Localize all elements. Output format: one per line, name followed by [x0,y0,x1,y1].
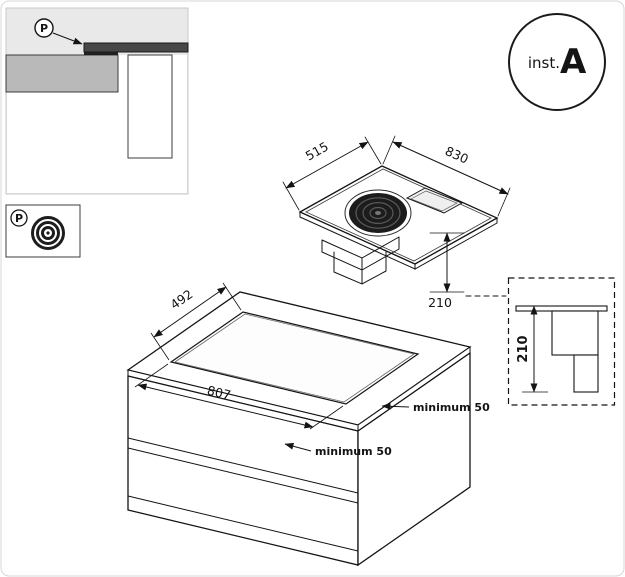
hob-edge-section [83,42,189,53]
seal-part-box: P [5,204,81,258]
dimension-807-extension-lines [134,363,344,430]
dimension-210: 210 [428,232,507,310]
duct-box [321,236,400,285]
seal-roll-icon [31,216,65,250]
hob-isometric: 515 830 210 [282,135,511,310]
seal-part-marker-circle [10,209,28,227]
installation-badge-circle [508,13,606,111]
cabinet-isometric: 492 807 minimum 50 minimum 50 [126,282,490,567]
seal-part-label: P [15,212,23,225]
dimension-515-line [285,141,369,189]
burner-ring [369,206,387,220]
side-view-dim-label: 210 [516,335,531,362]
side-view-detail: 210 [507,277,616,406]
dimension-830-line [392,141,509,195]
burner-center [375,211,381,215]
burner-ring [355,197,401,229]
dimension-210-label: 210 [428,295,452,310]
installation-badge: inst. A [508,13,606,111]
dimension-807-line [137,383,314,429]
cabinet-side-panel [127,54,173,159]
side-view-hob-surface [515,305,608,312]
cabinet-interior-area [7,92,118,193]
seal-roll-ring [41,226,55,240]
drawer-front-lines [127,437,359,552]
clearance-side-leader [381,402,410,410]
dimension-807-label: 807 [206,383,233,403]
burner-icon [344,189,412,237]
clearance-front: minimum 50 [284,442,392,458]
installation-badge-prefix: inst. [528,54,560,72]
detail-inset: P [5,7,189,195]
seal-roll-center [46,231,50,235]
clearance-front-label: minimum 50 [315,445,392,458]
worktop-section [5,54,119,93]
dimension-807: 807 [134,363,344,430]
seal-callout-leader [52,32,83,45]
clearance-side: minimum 50 [381,401,490,414]
cabinet-side-face [357,351,471,567]
side-view-plenum [551,310,599,356]
burner-outer-ring [344,189,412,237]
clearance-side-label: minimum 50 [413,401,490,414]
installation-badge-letter: A [560,42,587,82]
clearance-front-leader [284,442,312,452]
seal-roll-ring [31,216,65,250]
side-view-duct [573,354,599,393]
seal-callout-label: P [40,22,48,35]
burner-ring [362,202,394,225]
seal-callout-circle [34,18,54,38]
seal-strip-section [84,52,118,55]
dimension-492-line [153,286,227,338]
seal-roll-ring [36,221,60,245]
